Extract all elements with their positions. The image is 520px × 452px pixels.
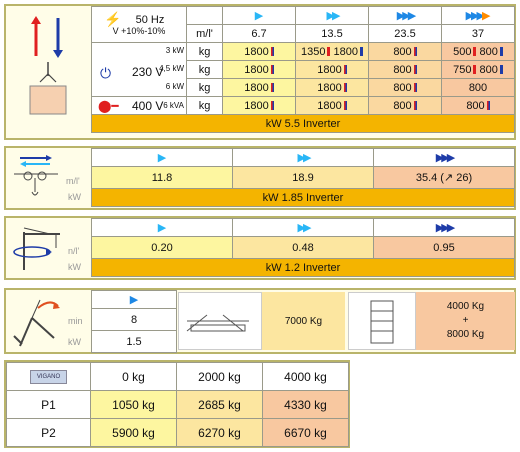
plug-230v: ⏻ 230 V 3 kW 4,5 kW 6 kW bbox=[91, 42, 187, 97]
load-table: VIGANO 0 kg 2000 kg 4000 kg P1 1050 kg 2… bbox=[6, 362, 349, 447]
table-row: ⏻ 230 V 3 kW 4,5 kW 6 kW kg 1800 1350 18… bbox=[91, 42, 515, 97]
lightning-icon: ⚡ bbox=[104, 11, 122, 27]
plug-blue-icon: ⏻ bbox=[100, 65, 112, 81]
row-label: P1 bbox=[6, 390, 91, 419]
speed-2-icon: ▶▶ bbox=[232, 218, 374, 237]
logo: VIGANO bbox=[29, 370, 68, 384]
speed-value: 23.5 bbox=[368, 24, 442, 43]
speed-3-icon: ▶▶▶ bbox=[373, 148, 515, 167]
table-row: kg 1800 1800 800 750 800 bbox=[92, 60, 515, 79]
col-header: 4000 kg bbox=[262, 362, 349, 391]
table-row: P2 5900 kg 6270 kg 6670 kg bbox=[6, 418, 349, 447]
plug-400v: ⬤━ 400 V 6 kVA bbox=[91, 96, 187, 115]
erection-power-unit: kW bbox=[68, 337, 81, 347]
trolley-illustration bbox=[10, 152, 62, 204]
frequency-label: 50 Hz bbox=[135, 13, 165, 26]
trolley-speed-panel: m/l' kW ▶ ▶▶ ▶▶▶ 11.8 18.9 35.4 (↗ 26) k… bbox=[4, 146, 516, 210]
speed-2-icon: ▶▶ bbox=[295, 6, 369, 25]
speed-table: ⚡ 50 Hz V +10%-10% ▶ ▶▶ ▶▶▶ ▶▶▶▶ m/l' 6.… bbox=[91, 6, 515, 133]
ballast-weight-a: 7000 Kg bbox=[261, 292, 345, 350]
ballast-frame-icon bbox=[183, 307, 253, 337]
slewing-power-footer: kW 1.2 Inverter bbox=[91, 258, 515, 277]
slewing-speed-unit: n/l' bbox=[68, 246, 80, 256]
erection-power-value: 1.5 bbox=[91, 330, 177, 353]
slewing-speed-value: 0.48 bbox=[232, 236, 374, 259]
speed-value: 37 bbox=[441, 24, 515, 43]
erection-table: ▶ 8 1.5 bbox=[91, 290, 177, 353]
speed-value: 13.5 bbox=[295, 24, 369, 43]
voltage-400: 400 V bbox=[132, 99, 164, 113]
erection-crane-illustration bbox=[10, 294, 62, 350]
ballast-box-b: 4000 Kg+8000 Kg bbox=[348, 292, 515, 350]
speed-2-icon: ▶▶ bbox=[232, 148, 374, 167]
table-row: P1 1050 kg 2685 kg 4330 kg bbox=[6, 390, 349, 419]
ballast-stack-icon bbox=[367, 299, 397, 345]
slewing-speed-panel: n/l' kW ▶ ▶▶ ▶▶▶ 0.20 0.48 0.95 kW 1.2 I… bbox=[4, 216, 516, 280]
speed-3-icon: ▶▶▶ bbox=[373, 218, 515, 237]
ballast-weight-b: 4000 Kg+8000 Kg bbox=[415, 292, 515, 350]
trolley-table: ▶ ▶▶ ▶▶▶ 11.8 18.9 35.4 (↗ 26) kW 1.85 I… bbox=[91, 148, 515, 207]
speed-3-icon: ▶▶▶ bbox=[368, 6, 442, 25]
slewing-crane-illustration bbox=[10, 222, 66, 274]
voltage-tolerance: V +10%-10% bbox=[112, 25, 166, 36]
slewing-power-unit: kW bbox=[68, 262, 81, 272]
col-header: 2000 kg bbox=[176, 362, 263, 391]
col-header: 0 kg bbox=[90, 362, 177, 391]
plug-red-icon: ⬤━ bbox=[98, 99, 119, 113]
ballast-box-a: 7000 Kg bbox=[178, 292, 345, 350]
trolley-speed-value: 11.8 bbox=[91, 166, 233, 189]
table-row: kg 1800 1800 800 800 bbox=[92, 78, 515, 97]
voltage-230: 230 V bbox=[132, 65, 164, 79]
erection-time-unit: min bbox=[68, 316, 83, 326]
trolley-power-footer: kW 1.85 Inverter bbox=[91, 188, 515, 207]
logo-cell: VIGANO bbox=[6, 362, 91, 391]
load-table-panel: VIGANO 0 kg 2000 kg 4000 kg P1 1050 kg 2… bbox=[4, 360, 350, 448]
speed-value: 6.7 bbox=[222, 24, 296, 43]
motor-speed-panel: ⚡ 50 Hz V +10%-10% ▶ ▶▶ ▶▶▶ ▶▶▶▶ m/l' 6.… bbox=[4, 4, 516, 140]
row-label: P2 bbox=[6, 418, 91, 447]
trolley-power-unit: kW bbox=[68, 192, 81, 202]
speed-1-icon: ▶ bbox=[91, 290, 177, 309]
motor-power-footer: kW 5.5 Inverter bbox=[91, 114, 515, 133]
speed-unit: m/l' bbox=[186, 24, 223, 43]
slewing-speed-value: 0.20 bbox=[91, 236, 233, 259]
table-row: ⬤━ 400 V 6 kVA kg 1800 1800 800 800 bbox=[91, 96, 515, 115]
speed-4-icon: ▶▶▶▶ bbox=[441, 6, 515, 25]
erection-panel: min kW ▶ 8 1.5 7000 Kg 4000 Kg+8000 Kg bbox=[4, 288, 516, 354]
slewing-table: ▶ ▶▶ ▶▶▶ 0.20 0.48 0.95 kW 1.2 Inverter bbox=[91, 218, 515, 277]
trolley-speed-value: 35.4 (↗ 26) bbox=[373, 166, 515, 189]
hoist-illustration bbox=[10, 10, 88, 136]
speed-1-icon: ▶ bbox=[91, 148, 233, 167]
trolley-speed-unit: m/l' bbox=[66, 176, 80, 186]
speed-1-icon: ▶ bbox=[222, 6, 296, 25]
slewing-speed-value: 0.95 bbox=[373, 236, 515, 259]
trolley-speed-value: 18.9 bbox=[232, 166, 374, 189]
speed-1-icon: ▶ bbox=[91, 218, 233, 237]
erection-time-value: 8 bbox=[91, 308, 177, 331]
supply-spec: ⚡ 50 Hz V +10%-10% bbox=[91, 6, 187, 43]
